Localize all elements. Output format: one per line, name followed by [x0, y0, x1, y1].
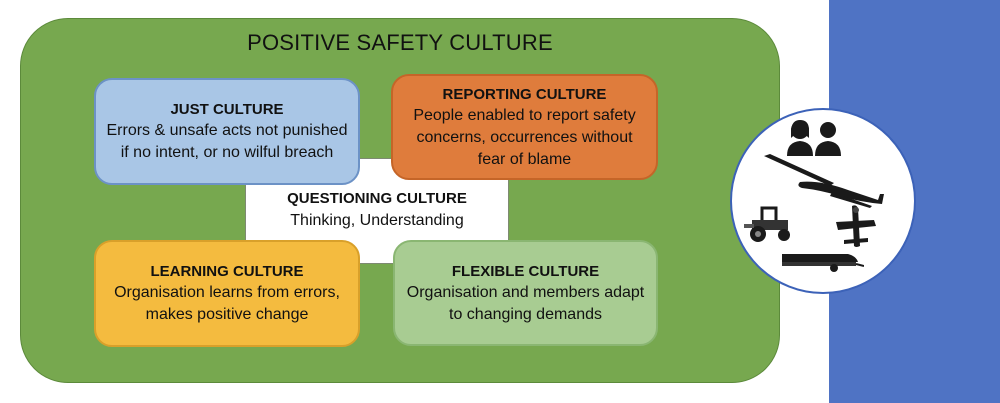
- questioning-culture-title: QUESTIONING CULTURE: [287, 190, 467, 207]
- diagram-title: POSITIVE SAFETY CULTURE: [247, 30, 553, 55]
- just-culture-card: JUST CULTURE Errors & unsafe acts not pu…: [94, 78, 360, 185]
- reporting-culture-card: REPORTING CULTURE People enabled to repo…: [391, 74, 658, 180]
- glider-icon: [764, 154, 884, 208]
- learning-culture-desc: Organisation learns from errors, makes p…: [114, 284, 340, 323]
- learning-culture-card: LEARNING CULTURE Organisation learns fro…: [94, 240, 360, 347]
- aviation-icons-circle: [730, 108, 916, 294]
- flexible-culture-card: FLEXIBLE CULTURE Organisation and member…: [393, 240, 658, 346]
- reporting-culture-desc: People enabled to report safety concerns…: [413, 106, 636, 168]
- flexible-culture-desc: Organisation and members adapt to changi…: [406, 283, 645, 323]
- aircraft-icon: [836, 205, 876, 247]
- reporting-culture-title: REPORTING CULTURE: [442, 85, 607, 103]
- trailer-icon: [782, 254, 864, 272]
- learning-culture-title: LEARNING CULTURE: [150, 263, 304, 280]
- questioning-culture-desc: Thinking, Understanding: [290, 212, 464, 229]
- just-culture-desc: Errors & unsafe acts not punished if no …: [106, 122, 348, 161]
- tractor-icon: [744, 206, 790, 242]
- flexible-culture-title: FLEXIBLE CULTURE: [451, 262, 600, 280]
- just-culture-title: JUST CULTURE: [170, 101, 284, 118]
- questioning-culture-text: QUESTIONING CULTURE Thinking, Understand…: [245, 188, 509, 232]
- people-icon: [787, 120, 841, 156]
